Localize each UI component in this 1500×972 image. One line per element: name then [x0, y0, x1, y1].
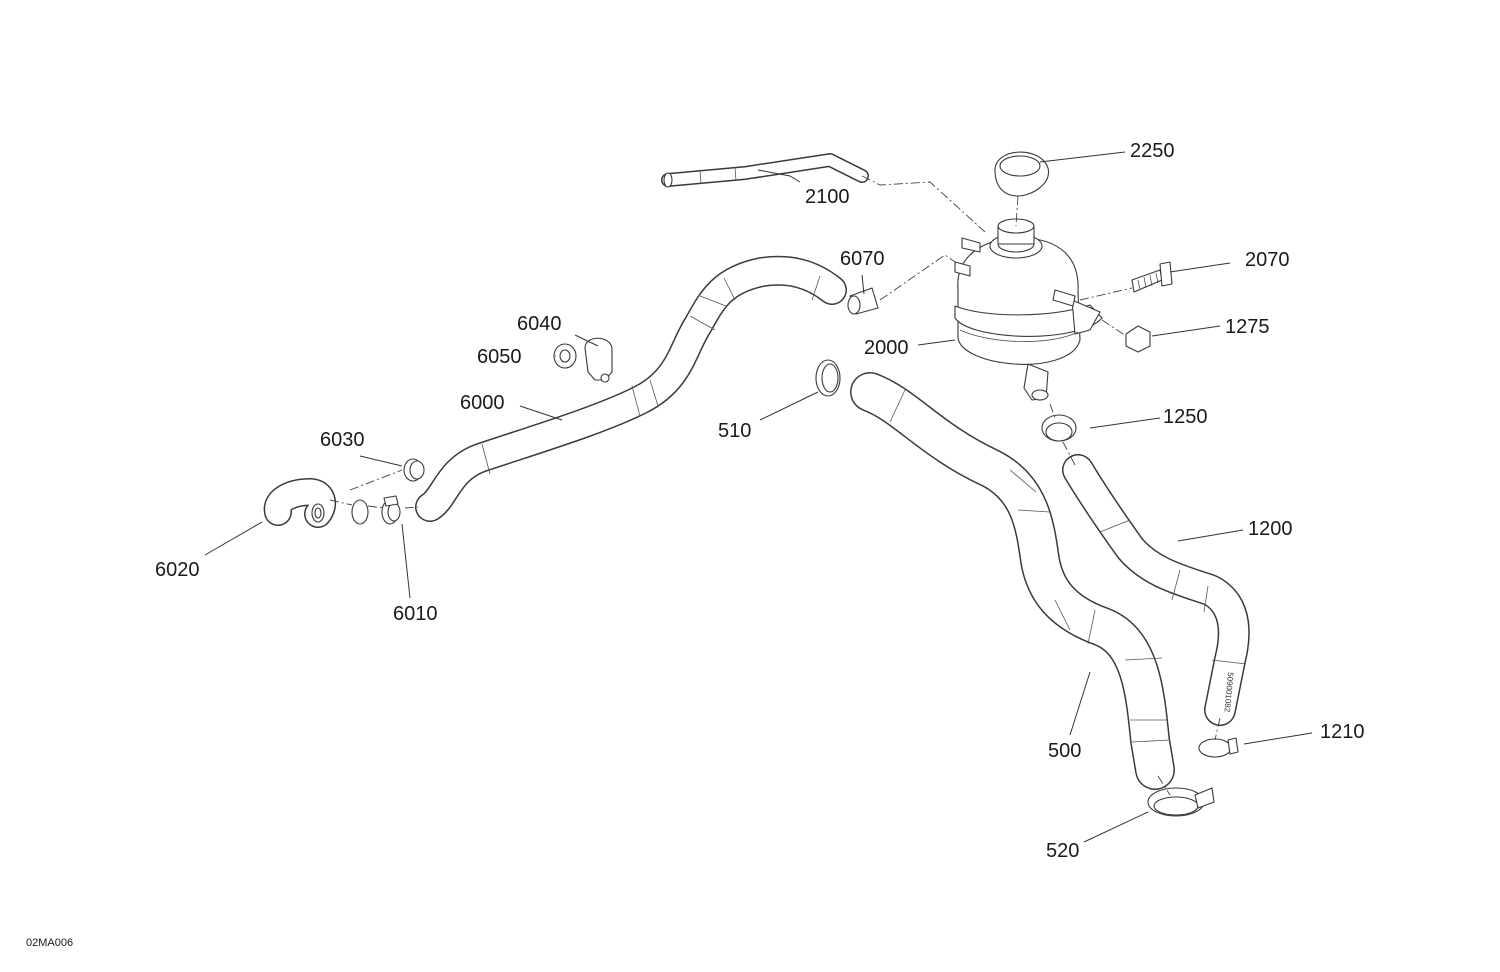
nut-1275 [1125, 325, 1151, 353]
hose-6000 [415, 255, 847, 522]
callout-6000: 6000 [460, 392, 505, 414]
callout-6070: 6070 [840, 248, 885, 270]
hose-1200: 509001082 [1062, 454, 1250, 726]
clamp-510 [815, 359, 841, 397]
callout-2100: 2100 [805, 186, 850, 208]
callout-1200: 1200 [1248, 518, 1293, 540]
callout-500: 500 [1048, 740, 1081, 762]
clamp-1210 [1198, 737, 1239, 758]
callout-510: 510 [718, 420, 751, 442]
clamp-520 [1147, 787, 1215, 817]
callout-6020: 6020 [155, 559, 200, 581]
leader-lines [204, 151, 1313, 843]
coolant-tank-2000 [954, 218, 1103, 401]
callout-1210: 1210 [1320, 721, 1365, 743]
callout-2000: 2000 [864, 337, 909, 359]
clamp-6070 [847, 287, 879, 315]
callout-6030: 6030 [320, 429, 365, 451]
vent-hose-2100 [661, 153, 869, 188]
clip-6040 [584, 337, 613, 383]
callout-2070: 2070 [1245, 249, 1290, 271]
callout-2250: 2250 [1130, 140, 1175, 162]
hose-6020 [263, 478, 337, 528]
callout-6050: 6050 [477, 346, 522, 368]
hose-marking-text: 509001082 [1222, 672, 1235, 713]
callout-1275: 1275 [1225, 316, 1270, 338]
clamps-6030 [403, 458, 425, 482]
clamp-1250 [1041, 414, 1077, 442]
callout-6010: 6010 [393, 603, 438, 625]
screw-2070 [1131, 261, 1173, 293]
assembly-centerlines [329, 175, 1221, 796]
callout-520: 520 [1046, 840, 1079, 862]
clamps-6010 [351, 495, 401, 525]
grommet-6050 [553, 343, 577, 369]
hose-500 [850, 372, 1175, 790]
pressure-cap-2250 [994, 151, 1049, 197]
callout-1250: 1250 [1163, 406, 1208, 428]
drawing-reference-code: 02MA006 [26, 937, 73, 949]
callout-6040: 6040 [517, 313, 562, 335]
